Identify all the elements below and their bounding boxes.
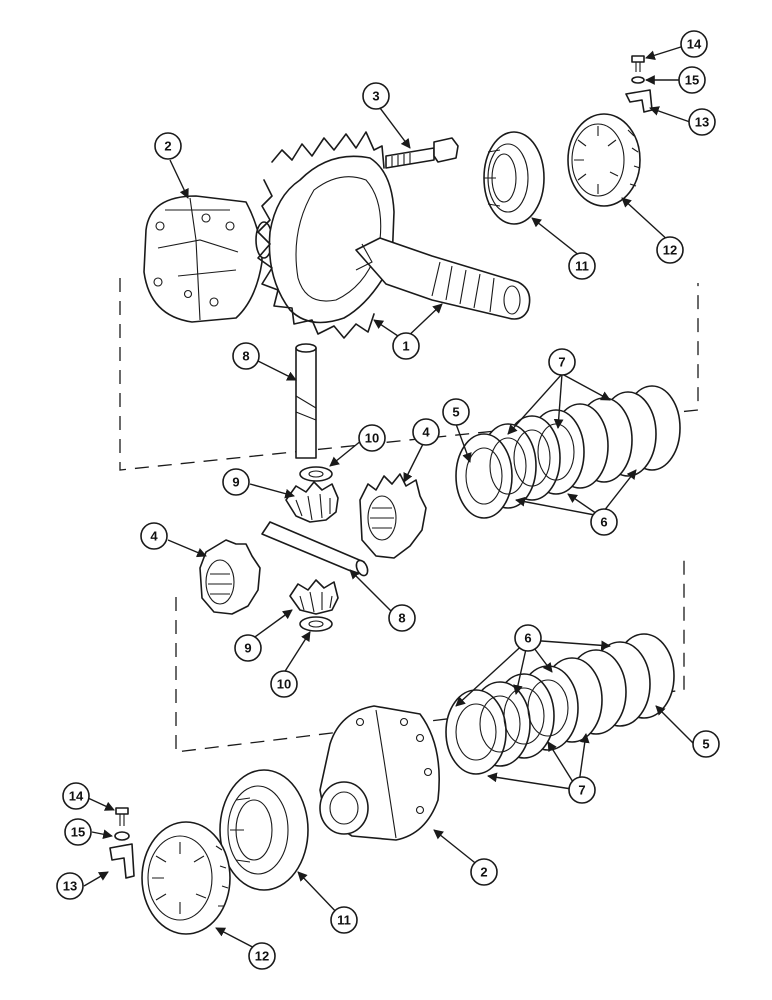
- callout-15-upper: 15: [678, 66, 706, 94]
- svg-text:5: 5: [452, 405, 459, 420]
- svg-text:13: 13: [63, 879, 77, 894]
- callout-9-upper: 9: [222, 468, 250, 496]
- callout-5-lower: 5: [692, 730, 720, 758]
- differential-pinion-lower: [289, 579, 339, 615]
- screw-lower: [115, 807, 129, 826]
- washer-lower: [114, 831, 130, 841]
- differential-case-upper: [143, 195, 273, 323]
- svg-text:4: 4: [422, 425, 430, 440]
- svg-text:1: 1: [402, 339, 409, 354]
- callout-3: 3: [362, 82, 390, 110]
- callout-4-upper: 4: [412, 418, 440, 446]
- differential-pinion-upper: [285, 481, 339, 523]
- callout-13-upper: 13: [688, 108, 716, 136]
- svg-text:8: 8: [242, 349, 249, 364]
- callout-12-upper: 12: [656, 236, 684, 264]
- svg-text:9: 9: [232, 475, 239, 490]
- svg-text:3: 3: [372, 89, 379, 104]
- crown-wheel-teeth: [271, 131, 385, 169]
- callout-6-upper: 6: [590, 508, 618, 536]
- svg-text:7: 7: [578, 783, 585, 798]
- washer-upper: [631, 76, 645, 84]
- callout-4-lower: 4: [140, 522, 168, 550]
- thrust-washer-lower: [299, 616, 333, 632]
- callout-7-upper: 7: [548, 348, 576, 376]
- svg-text:11: 11: [337, 913, 351, 928]
- clutch-pack-upper: [455, 385, 681, 519]
- callout-9-lower: 9: [234, 634, 262, 662]
- cross-shaft-lower: [261, 521, 369, 577]
- callout-10-lower: 10: [270, 670, 298, 698]
- callout-7-lower: 7: [568, 776, 596, 804]
- svg-text:14: 14: [687, 37, 702, 52]
- svg-text:12: 12: [663, 243, 677, 258]
- callout-11-upper: 11: [568, 252, 596, 280]
- callout-8-upper: 8: [232, 342, 260, 370]
- callout-10-upper: 10: [358, 424, 386, 452]
- callout-14-lower: 14: [62, 782, 90, 810]
- screw-upper: [631, 55, 645, 72]
- callout-6-lower: 6: [514, 624, 542, 652]
- upper-dashed-assembly-outline: [119, 278, 699, 471]
- clutch-pack-lower: [445, 633, 675, 775]
- callout-13-lower: 13: [56, 872, 84, 900]
- side-gear-lower: [199, 539, 261, 615]
- cross-shaft-upper: [295, 343, 317, 459]
- svg-text:15: 15: [685, 73, 699, 88]
- locking-bracket-lower: [109, 843, 135, 879]
- callout-8-lower: 8: [388, 604, 416, 632]
- callout-5-upper: 5: [442, 398, 470, 426]
- svg-text:14: 14: [69, 789, 84, 804]
- svg-text:11: 11: [575, 259, 589, 274]
- svg-text:6: 6: [600, 515, 607, 530]
- differential-case-lower: [319, 705, 440, 841]
- svg-text:15: 15: [71, 825, 85, 840]
- crown-wheel-bolt: [385, 137, 459, 169]
- svg-text:8: 8: [398, 611, 405, 626]
- svg-text:13: 13: [695, 115, 709, 130]
- crown-wheel-and-pinion: [257, 131, 531, 339]
- bearing-adjuster-upper: [567, 113, 641, 207]
- svg-text:7: 7: [558, 355, 565, 370]
- bearing-upper: [483, 131, 545, 225]
- callout-11-lower: 11: [330, 906, 358, 934]
- svg-text:2: 2: [164, 139, 171, 154]
- svg-text:2: 2: [480, 865, 487, 880]
- svg-text:10: 10: [365, 431, 379, 446]
- pinion-shaft: [355, 237, 531, 320]
- callout-14-upper: 14: [680, 30, 708, 58]
- bearing-adjuster-lower: [141, 821, 231, 935]
- callout-15-lower: 15: [64, 818, 92, 846]
- svg-text:9: 9: [244, 641, 251, 656]
- svg-text:12: 12: [255, 949, 269, 964]
- svg-text:5: 5: [702, 737, 709, 752]
- locking-bracket-upper: [625, 89, 653, 113]
- svg-text:4: 4: [150, 529, 158, 544]
- bearing-lower: [219, 769, 309, 891]
- thrust-washer-upper: [299, 466, 333, 482]
- callout-12-lower: 12: [248, 942, 276, 970]
- lower-dashed-assembly-outline: [175, 553, 685, 753]
- callout-2-upper: 2: [154, 132, 182, 160]
- side-gear-upper: [359, 473, 427, 559]
- svg-text:10: 10: [277, 677, 291, 692]
- callout-1: 1: [392, 332, 420, 360]
- callout-2-lower: 2: [470, 858, 498, 886]
- svg-text:6: 6: [524, 631, 531, 646]
